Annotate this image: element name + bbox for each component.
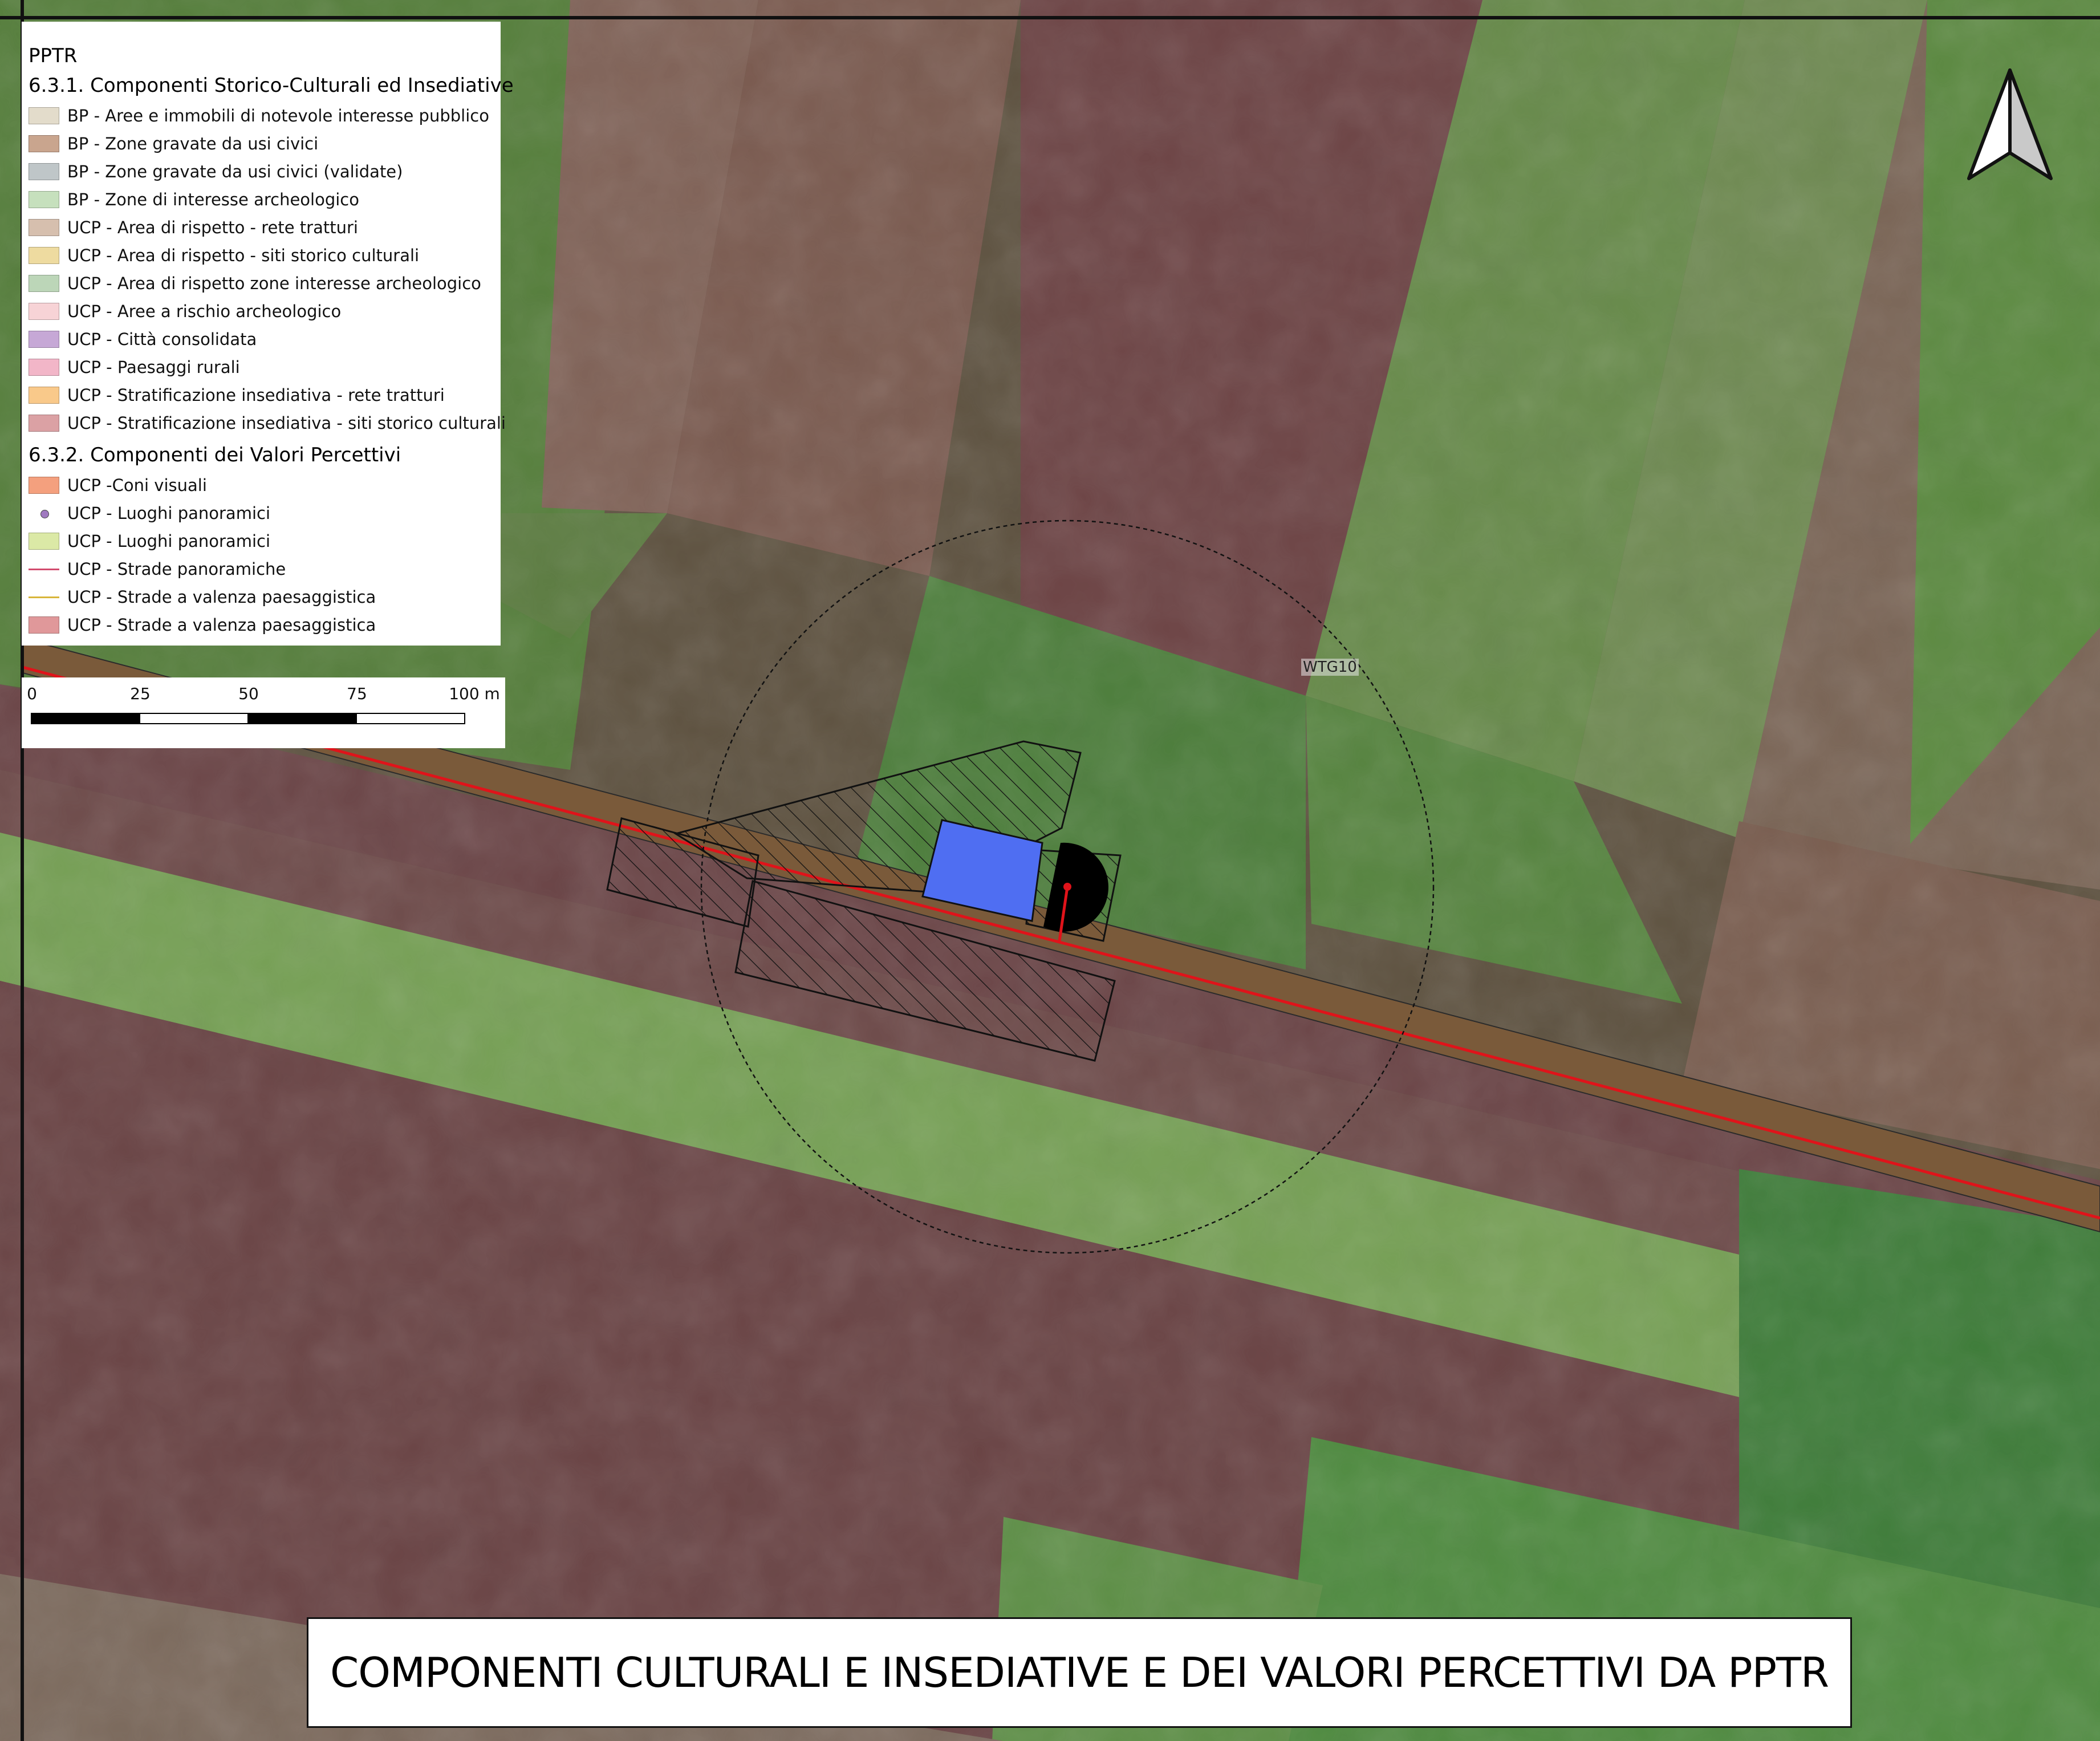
turbine-buffer-circle (700, 520, 1435, 1254)
legend-item: UCP - Città consolidata (29, 325, 494, 353)
scale-label-0: 0 (27, 684, 37, 703)
legend-title: PPTR (29, 44, 78, 67)
cable-route (22, 665, 2100, 1220)
legend-label: UCP - Strade panoramiche (67, 559, 286, 579)
legend-item: BP - Aree e immobili di notevole interes… (29, 102, 494, 129)
legend-label: BP - Zone di interesse archeologico (67, 189, 359, 209)
legend-swatch (29, 274, 59, 292)
legend-item: UCP -Coni visuali (29, 471, 494, 499)
legend-swatch (29, 386, 59, 404)
map-frame-top (0, 0, 2100, 19)
legend-swatch (29, 135, 59, 152)
legend-item: UCP - Area di rispetto - siti storico cu… (29, 241, 494, 269)
legend-group-title: 6.3.1. Componenti Storico-Culturali ed I… (29, 74, 514, 97)
legend-swatch (29, 476, 59, 494)
legend-item: UCP - Strade panoramiche (29, 555, 494, 583)
legend-label: UCP - Area di rispetto zone interesse ar… (67, 273, 481, 293)
legend-label: UCP - Luoghi panoramici (67, 503, 271, 523)
legend-label: UCP - Luoghi panoramici (67, 531, 271, 551)
legend-swatch (29, 561, 59, 578)
legend-item: UCP - Aree a rischio archeologico (29, 297, 494, 325)
legend-swatch (29, 218, 59, 236)
legend-label: UCP - Città consolidata (67, 329, 257, 349)
scale-segment (139, 713, 249, 724)
legend-item: UCP - Luoghi panoramici (29, 527, 494, 555)
legend-label: UCP - Stratificazione insediativa - siti… (67, 413, 506, 433)
turbine-label: WTG10 (1301, 659, 1359, 676)
legend-item: BP - Zone di interesse archeologico (29, 185, 494, 213)
legend-item: UCP - Stratificazione insediativa - rete… (29, 381, 494, 409)
legend-item: UCP - Strade a valenza paesaggistica (29, 611, 494, 639)
scale-label-100: 100 m (449, 684, 500, 703)
map-legend: PPTR 6.3.1. Componenti Storico-Culturali… (22, 22, 514, 646)
scale-segment (31, 713, 140, 724)
legend-item: UCP - Stratificazione insediativa - siti… (29, 409, 506, 437)
legend-swatch (29, 190, 59, 208)
legend-label: UCP - Aree a rischio archeologico (67, 301, 342, 321)
legend-swatch (29, 358, 59, 376)
scale-label-75: 75 (347, 684, 367, 703)
scale-label-50: 50 (238, 684, 259, 703)
legend-groups: 6.3.1. Componenti Storico-Culturali ed I… (29, 74, 514, 639)
legend-item: UCP - Paesaggi rurali (29, 353, 494, 381)
scale-bar: 0 25 50 75 100 m (22, 677, 505, 748)
legend-swatch (29, 330, 59, 348)
map-title-box: COMPONENTI CULTURALI E INSEDIATIVE E DEI… (307, 1617, 1852, 1728)
legend-swatch (29, 589, 59, 606)
legend-label: BP - Zone gravate da usi civici (validat… (67, 161, 403, 181)
turbine-point (1063, 883, 1071, 891)
legend-label: BP - Zone gravate da usi civici (67, 133, 319, 153)
legend-item: UCP - Area di rispetto zone interesse ar… (29, 269, 494, 297)
legend-label: UCP - Stratificazione insediativa - rete… (67, 385, 445, 405)
hatched-area-bottom (734, 880, 1116, 1062)
legend-label: UCP - Area di rispetto - rete tratturi (67, 217, 358, 237)
north-arrow-icon (1967, 68, 2053, 180)
legend-swatch (29, 107, 59, 124)
legend-swatch (29, 302, 59, 320)
legend-item: BP - Zone gravate da usi civici (29, 129, 494, 157)
turbine-footprint (1043, 842, 1108, 932)
legend-item: UCP - Strade a valenza paesaggistica (29, 583, 494, 611)
legend-swatch (29, 414, 59, 432)
legend-swatch (29, 616, 59, 634)
legend-label: BP - Aree e immobili di notevole interes… (67, 105, 489, 125)
legend-label: UCP - Strade a valenza paesaggistica (67, 587, 376, 607)
legend-swatch (29, 505, 59, 522)
legend-label: UCP - Strade a valenza paesaggistica (67, 615, 376, 635)
legend-label: UCP - Area di rispetto - siti storico cu… (67, 245, 420, 265)
legend-group-title: 6.3.2. Componenti dei Valori Percettivi (29, 444, 401, 466)
scale-segment (247, 713, 357, 724)
map-title: COMPONENTI CULTURALI E INSEDIATIVE E DEI… (330, 1649, 1829, 1697)
scale-segment (356, 713, 465, 724)
map-frame-left (21, 0, 24, 1741)
legend-swatch (29, 163, 59, 180)
legend-item: BP - Zone gravate da usi civici (validat… (29, 157, 494, 185)
scale-label-25: 25 (130, 684, 151, 703)
legend-label: UCP -Coni visuali (67, 475, 207, 495)
legend-swatch (29, 246, 59, 264)
legend-item: UCP - Luoghi panoramici (29, 499, 494, 527)
legend-swatch (29, 532, 59, 550)
turbine-platform (921, 819, 1043, 922)
legend-label: UCP - Paesaggi rurali (67, 357, 240, 377)
legend-item: UCP - Area di rispetto - rete tratturi (29, 213, 494, 241)
